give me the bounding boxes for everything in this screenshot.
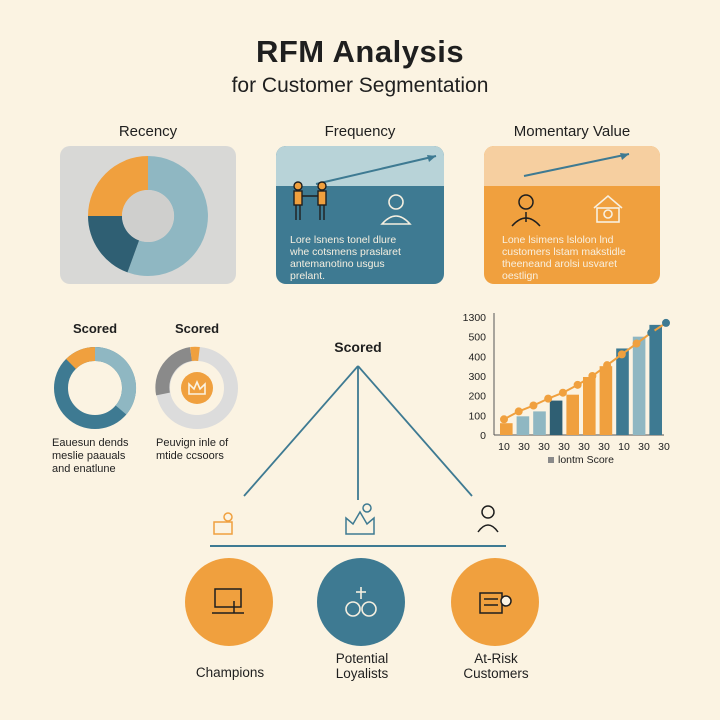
bar xyxy=(566,394,579,435)
person-icon xyxy=(380,194,412,225)
page-subtitle: for Customer Segmentation xyxy=(231,74,489,97)
house-clock-icon xyxy=(593,194,623,223)
y-tick-label: 300 xyxy=(468,371,486,383)
businessman-icon xyxy=(511,194,541,227)
trend-point xyxy=(529,401,538,410)
x-tick-label: 30 xyxy=(598,441,610,453)
atrisk-label: At-Risk Customers xyxy=(463,651,529,681)
trend-point xyxy=(632,339,641,348)
frequency-heading: Frequency xyxy=(324,123,396,140)
bar xyxy=(599,366,613,435)
legend-swatch xyxy=(548,457,554,463)
scored-mid-text: Peuvign inle of mtide ccsoors xyxy=(156,437,229,462)
monitor-icon xyxy=(212,588,244,614)
link-icon xyxy=(345,587,377,617)
x-tick-label: 30 xyxy=(558,441,570,453)
monetary-card: Lone lsimens lslolon lnd customers lstam… xyxy=(484,146,660,284)
scored-mid-heading: Scored xyxy=(174,321,220,336)
x-tick-label: 30 xyxy=(578,441,590,453)
atrisk-circle xyxy=(451,558,539,646)
champions-circle xyxy=(185,558,273,646)
bar xyxy=(549,400,563,435)
crown-bag-icon xyxy=(345,503,375,535)
recency-heading: Recency xyxy=(118,123,178,140)
trend-point xyxy=(647,328,656,337)
scored-left-heading: Scored xyxy=(72,321,118,336)
x-tick-label: 30 xyxy=(518,441,530,453)
people-icon xyxy=(293,181,327,220)
loyalists-circle xyxy=(317,558,405,646)
monetary-text: Lone lsimens lslolon lnd customers lstam… xyxy=(502,234,626,282)
frequency-text: Lore lsnens tonel dlure whe cotsmens pra… xyxy=(290,234,401,282)
bar xyxy=(649,324,662,435)
y-tick-label: 500 xyxy=(468,332,486,344)
trend-point xyxy=(500,415,508,424)
bar xyxy=(632,336,646,435)
page-title: RFM Analysis xyxy=(255,34,465,69)
frequency-illustration xyxy=(293,155,437,225)
recency-card xyxy=(60,146,236,284)
y-tick-label: 0 xyxy=(480,430,486,442)
trend-point xyxy=(617,350,626,359)
recency-segment-orange xyxy=(88,156,148,216)
x-tick-label: 30 xyxy=(638,441,650,453)
loyalists-label: Potential Loyalists xyxy=(335,651,389,681)
scored-mid-donut xyxy=(155,346,238,429)
y-tick-label: 200 xyxy=(468,391,486,403)
y-tick-label: 1300 xyxy=(463,312,487,324)
x-tick-label: 10 xyxy=(498,441,510,453)
bar xyxy=(533,411,546,435)
bar xyxy=(616,348,629,435)
trend-point xyxy=(514,407,523,416)
trend-point xyxy=(603,361,612,370)
recency-segment-dark xyxy=(88,216,140,273)
trend-point xyxy=(588,372,597,380)
trend-point xyxy=(573,380,582,389)
y-tick-label: 100 xyxy=(468,410,486,422)
tree-root-label: Scored xyxy=(334,339,382,355)
trend-point xyxy=(544,394,553,403)
x-tick-label: 10 xyxy=(618,441,630,453)
scored-left-text: Eauesun dends meslie paauals and enatlun… xyxy=(52,437,129,475)
monetary-heading: Momentary Value xyxy=(513,123,631,140)
champions-label: Champions xyxy=(195,665,265,680)
register-icon xyxy=(479,592,512,614)
x-tick-label: 30 xyxy=(538,441,550,453)
recency-segment-light xyxy=(127,156,208,276)
y-tick-label: 400 xyxy=(468,351,486,363)
trend-point xyxy=(558,388,567,397)
frequency-card: Lore lsnens tonel dlure whe cotsmens pra… xyxy=(276,146,444,284)
trend-point xyxy=(662,318,670,327)
bar xyxy=(500,423,513,435)
crown-icon xyxy=(188,379,206,395)
x-tick-label: 30 xyxy=(658,441,670,453)
monetary-illustration xyxy=(511,153,630,227)
legend-label: lontm Score xyxy=(558,454,614,466)
recency-donut-chart xyxy=(88,156,208,276)
scored-left-donut xyxy=(54,346,137,429)
trophy-icon xyxy=(213,512,233,535)
bar xyxy=(516,416,530,435)
bar xyxy=(583,376,596,435)
user-alert-icon xyxy=(477,505,499,533)
